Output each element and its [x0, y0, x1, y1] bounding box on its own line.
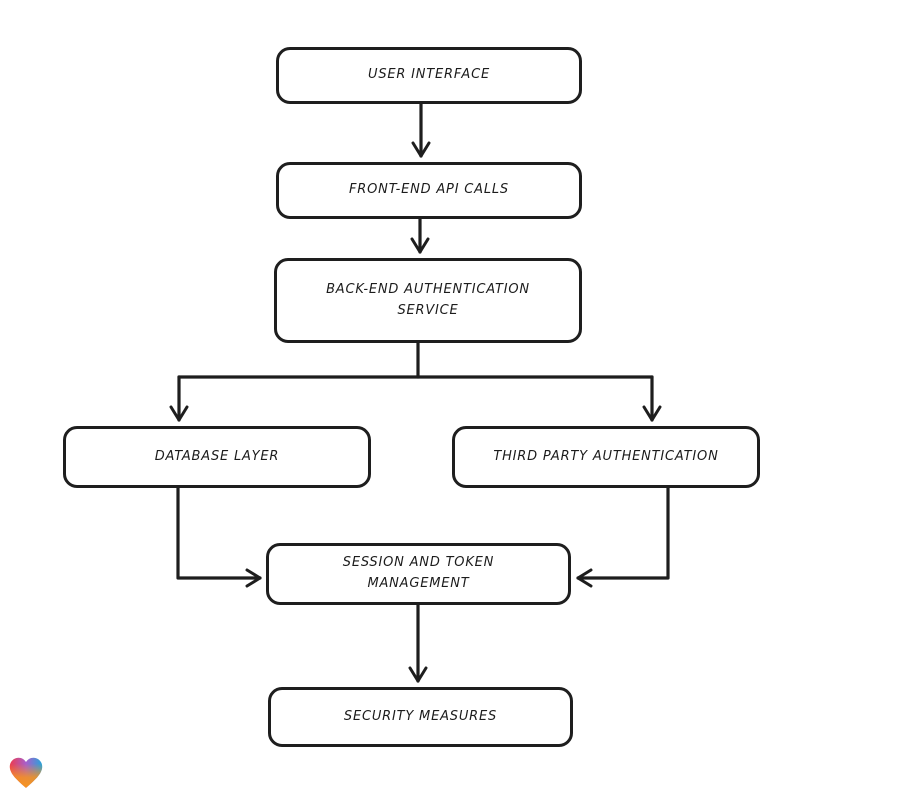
node-third-party-authentication[interactable]: THIRD PARTY AUTHENTICATION [452, 426, 760, 488]
node-label: SESSION AND TOKEN MANAGEMENT [342, 555, 495, 591]
node-user-interface[interactable]: USER INTERFACE [276, 47, 582, 104]
edge-database-to-session [176, 486, 262, 588]
lovable-logo[interactable] [8, 756, 44, 790]
node-label: SECURITY MEASURES [343, 708, 498, 724]
node-label: BACK-END AUTHENTICATION SERVICE [326, 281, 530, 318]
edge-thirdparty-to-session [576, 486, 670, 588]
node-label: DATABASE LAYER [154, 448, 280, 464]
heart-icon [9, 757, 43, 788]
node-database-layer[interactable]: DATABASE LAYER [63, 426, 371, 488]
node-session-and-token-management[interactable]: SESSION AND TOKEN MANAGEMENT [266, 543, 571, 605]
node-label: FRONT-END API CALLS [349, 182, 509, 198]
node-security-measures[interactable]: SECURITY MEASURES [268, 687, 573, 747]
node-label: THIRD PARTY AUTHENTICATION [493, 448, 719, 464]
node-label: USER INTERFACE [368, 67, 490, 83]
node-back-end-authentication-service[interactable]: BACK-END AUTHENTICATION SERVICE [274, 258, 582, 343]
node-front-end-api-calls[interactable]: FRONT-END API CALLS [276, 162, 582, 219]
